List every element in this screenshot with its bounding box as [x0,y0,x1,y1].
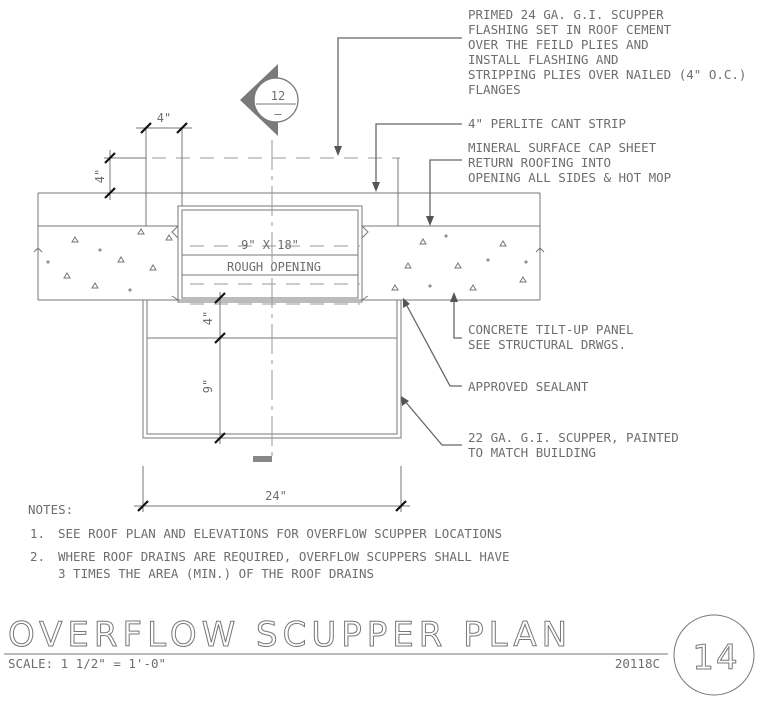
callout-cap-sheet: MINERAL SURFACE CAP SHEET RETURN ROOFING… [468,140,671,185]
dim-opening: 9" X 18" ROUGH OPENING [227,238,321,274]
title-block: OVERFLOW SCUPPER PLAN SCALE: 1 1/2" = 1'… [4,614,755,696]
rough-opening [171,205,369,303]
callout-cap-sheet-line: OPENING ALL SIDES & HOT MOP [468,170,671,185]
section-sheet: — [274,107,282,121]
concrete-panel [33,226,545,301]
callout-flashing-line: FLASHING SET IN ROOF CEMENT [468,22,672,37]
dim-lip-label: 4" [201,311,215,325]
callout-flashing-line: INSTALL FLASHING AND [468,52,619,67]
hidden-lines [104,128,400,462]
callout-scupper-line: 22 GA. G.I. SCUPPER, PAINTED [468,430,679,445]
callout-cant-strip: 4" PERLITE CANT STRIP [468,116,626,131]
drawing-scale: SCALE: 1 1/2" = 1'-0" [8,656,166,671]
dim-depth: 4" 9" [201,292,226,444]
callout-flashing-line: FLANGES [468,82,521,97]
note-line: SEE ROOF PLAN AND ELEVATIONS FOR OVERFLO… [58,526,502,541]
dim-depth-label: 9" [201,379,215,393]
note-line: 3 TIMES THE AREA (MIN.) OF THE ROOF DRAI… [58,566,374,581]
callout-panel-line: CONCRETE TILT-UP PANEL [468,322,634,337]
callout-flashing: PRIMED 24 GA. G.I. SCUPPER FLASHING SET … [468,7,746,97]
callout-flashing-line: OVER THE FEILD PLIES AND [468,37,649,52]
dim-width-label: 24" [265,489,287,503]
callout-sealant-line: APPROVED SEALANT [468,379,589,394]
concrete-hatch [46,228,528,292]
callout-cant-strip-line: 4" PERLITE CANT STRIP [468,116,626,131]
callout-flashing-line: STRIPPING PLIES OVER NAILED (4" O.C.) [468,67,746,82]
opening-size-label: 9" X 18" [241,238,299,252]
section-number: 12 [271,89,285,103]
note-line: WHERE ROOF DRAINS ARE REQUIRED, OVERFLOW… [58,549,510,564]
leader-lines [334,37,462,446]
centerline-end-marker [253,456,272,462]
callout-panel: CONCRETE TILT-UP PANEL SEE STRUCTURAL DR… [468,322,634,352]
callout-scupper-line: TO MATCH BUILDING [468,445,596,460]
dim-top-height-label: 4" [93,169,107,183]
note-number: 1. [30,526,45,541]
opening-label: ROUGH OPENING [227,260,321,274]
dim-top-height: 4" [93,150,116,200]
notes: NOTES: 1. SEE ROOF PLAN AND ELEVATIONS F… [28,502,510,581]
callout-panel-line: SEE STRUCTURAL DRWGS. [468,337,626,352]
callout-scupper: 22 GA. G.I. SCUPPER, PAINTED TO MATCH BU… [468,430,679,460]
dim-top-width-label: 4" [157,111,171,125]
callout-cap-sheet-line: RETURN ROOFING INTO [468,155,611,170]
callout-flashing-line: PRIMED 24 GA. G.I. SCUPPER [468,7,664,22]
note-number: 2. [30,549,45,564]
callout-sealant: APPROVED SEALANT [468,379,589,394]
callout-cap-sheet-line: MINERAL SURFACE CAP SHEET [468,140,657,155]
detail-number: 14 [692,638,739,678]
dim-width: 24" [134,466,410,512]
section-marker: 12 — [240,64,299,136]
drawing-title: OVERFLOW SCUPPER PLAN [8,615,572,655]
dim-top-width: 4" [136,111,192,134]
drawing-code: 20118C [615,656,660,671]
notes-heading: NOTES: [28,502,73,517]
